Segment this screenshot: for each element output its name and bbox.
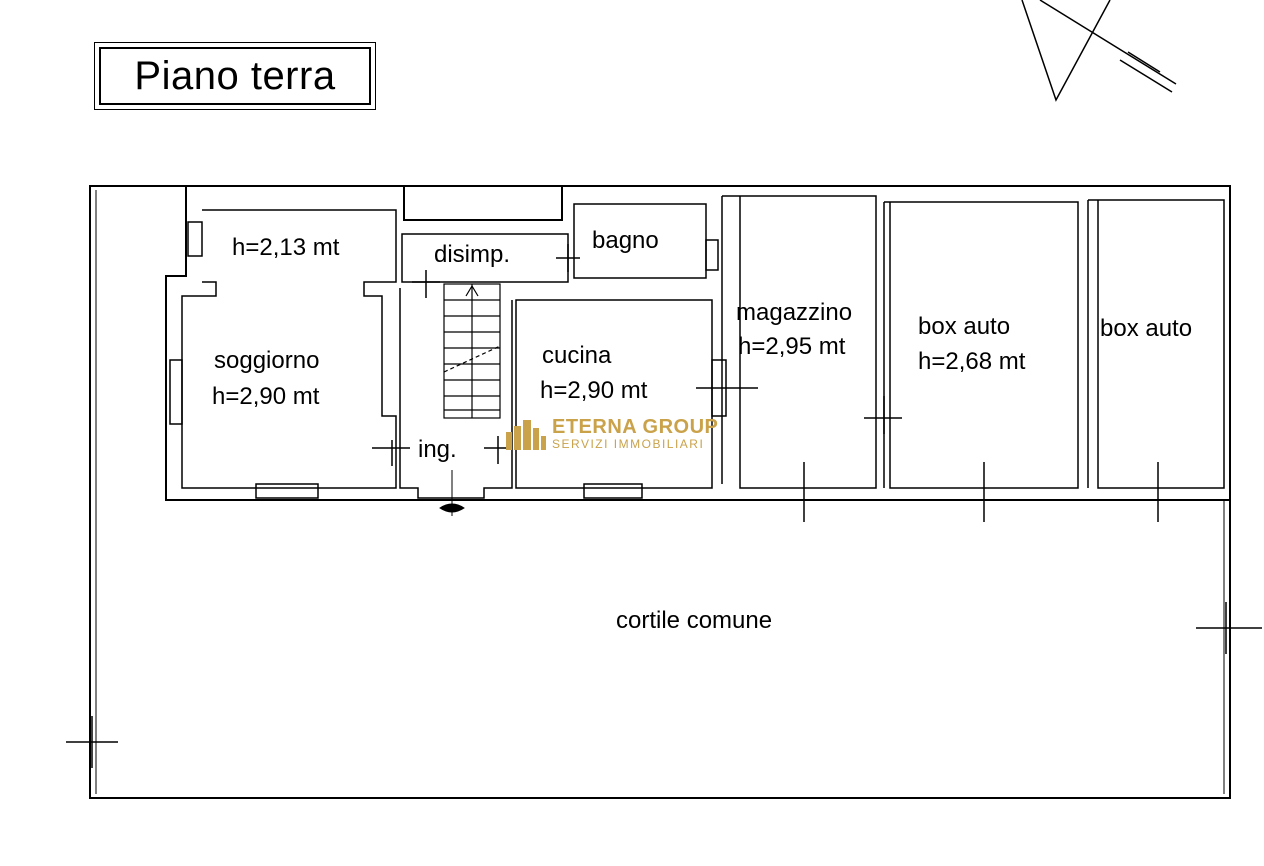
entrance-arrow-icon bbox=[439, 470, 465, 516]
ingresso-label: ing. bbox=[418, 436, 457, 463]
magazzino-label: magazzino bbox=[736, 299, 852, 326]
logo-name: ETERNA GROUP bbox=[552, 416, 719, 438]
page-title: Piano terra bbox=[134, 53, 336, 98]
ingresso-walls bbox=[372, 288, 513, 499]
cucina-height-label: h=2,90 mt bbox=[540, 377, 648, 404]
title-frame-inner: Piano terra bbox=[99, 47, 371, 105]
soggiorno-walls bbox=[169, 209, 397, 499]
box-auto-2-walls bbox=[1087, 199, 1225, 522]
magazzino-walls bbox=[721, 195, 902, 522]
box-auto-2-label: box auto bbox=[1100, 315, 1192, 342]
cucina-walls bbox=[515, 299, 758, 499]
disimpegno-label: disimp. bbox=[434, 241, 510, 268]
soggiorno-upper-height-label: h=2,13 mt bbox=[232, 234, 340, 261]
title-frame: Piano terra bbox=[94, 42, 376, 110]
staircase bbox=[443, 283, 501, 419]
box-auto-1-walls bbox=[883, 201, 1079, 522]
box-auto-1-label: box auto bbox=[918, 313, 1010, 340]
bagno-walls bbox=[556, 203, 719, 279]
box-auto-1-height-label: h=2,68 mt bbox=[918, 348, 1026, 375]
cortile-label: cortile comune bbox=[616, 607, 772, 634]
bagno-label: bagno bbox=[592, 227, 659, 254]
cucina-label: cucina bbox=[542, 342, 612, 369]
boundary-markers bbox=[66, 602, 1262, 768]
logo-tagline: SERVIZI IMMOBILIARI bbox=[552, 437, 705, 451]
soggiorno-height-label: h=2,90 mt bbox=[212, 383, 320, 410]
soggiorno-label: soggiorno bbox=[214, 347, 319, 374]
north-arrow-icon bbox=[1021, 0, 1177, 102]
watermark-logo: ETERNA GROUP SERVIZI IMMOBILIARI bbox=[506, 417, 718, 450]
magazzino-height-label: h=2,95 mt bbox=[738, 333, 846, 360]
building-logo-icon bbox=[506, 419, 546, 450]
building-outline bbox=[165, 185, 1230, 501]
